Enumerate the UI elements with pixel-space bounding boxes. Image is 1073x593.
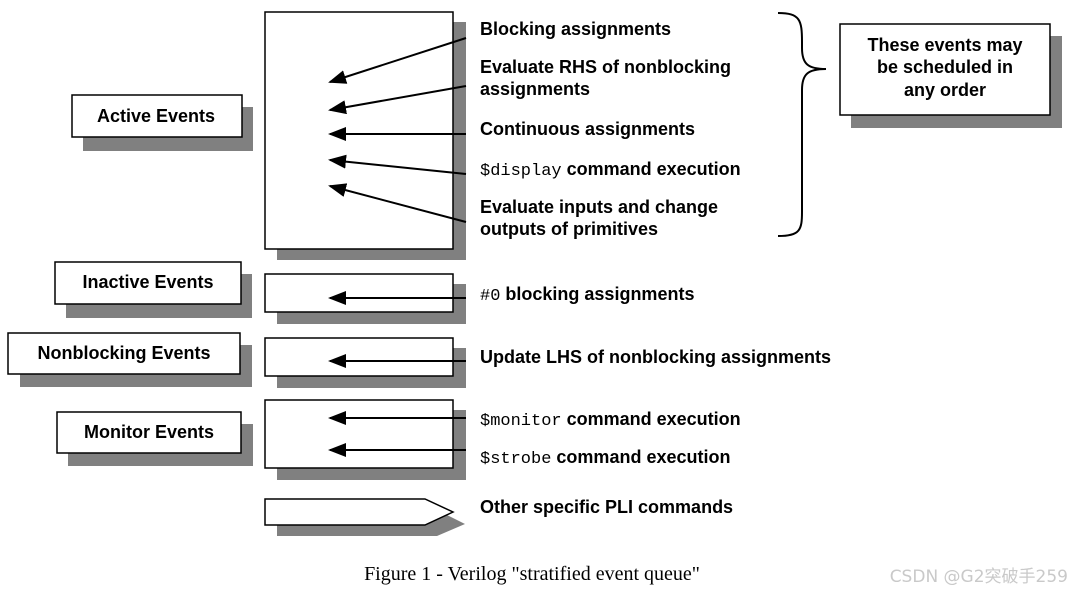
arrow-blocking	[328, 37, 467, 84]
item-nonblocking: Update LHS of nonblocking assignments	[480, 347, 831, 367]
display-code: $display	[480, 162, 562, 181]
queue-box-inactive	[264, 273, 466, 324]
item-display: $display command execution	[480, 159, 741, 181]
queue-box-active	[264, 11, 466, 260]
inactive-code: #0	[480, 287, 500, 306]
curly-brace	[777, 12, 827, 237]
monitor-text: command execution	[562, 409, 741, 429]
inactive-text: blocking assignments	[500, 284, 694, 304]
item-rhs-line2: assignments	[480, 79, 590, 99]
strobe-code: $strobe	[480, 450, 551, 469]
note-box: These events may be scheduled in any ord…	[839, 23, 1062, 128]
item-blocking: Blocking assignments	[480, 19, 671, 39]
arrow-primitives	[328, 183, 467, 223]
category-label-monitor: Monitor Events	[84, 422, 214, 442]
arrow-display	[328, 154, 467, 175]
category-label-nonblocking: Nonblocking Events	[37, 343, 210, 363]
category-box-inactive: Inactive Events	[54, 261, 252, 318]
item-strobe: $strobe command execution	[480, 447, 730, 469]
category-box-active: Active Events	[71, 94, 253, 151]
item-continuous: Continuous assignments	[480, 119, 695, 139]
item-rhs-line1: Evaluate RHS of nonblocking	[480, 57, 731, 77]
queue-box-nonblocking	[264, 337, 466, 388]
strobe-text: command execution	[551, 447, 730, 467]
watermark: CSDN @G2突破手259	[890, 567, 1068, 587]
display-text: command execution	[562, 159, 741, 179]
item-pli: Other specific PLI commands	[480, 497, 733, 517]
note-line2: be scheduled in	[877, 57, 1013, 77]
item-inactive: #0 blocking assignments	[480, 284, 694, 306]
note-line1: These events may	[867, 35, 1022, 55]
arrow-rhs	[328, 85, 467, 115]
category-label-active: Active Events	[97, 106, 215, 126]
arrows	[328, 37, 467, 457]
note-line3: any order	[904, 80, 986, 100]
queue-box-monitor	[264, 399, 466, 480]
item-monitor: $monitor command execution	[480, 409, 741, 431]
item-prim-line2: outputs of primitives	[480, 219, 658, 239]
monitor-code: $monitor	[480, 412, 562, 431]
category-box-nonblocking: Nonblocking Events	[7, 332, 252, 387]
category-label-inactive: Inactive Events	[82, 272, 213, 292]
category-box-monitor: Monitor Events	[56, 411, 253, 466]
queue-box-pli	[264, 498, 465, 536]
item-prim-line1: Evaluate inputs and change	[480, 197, 718, 217]
figure-caption: Figure 1 - Verilog "stratified event que…	[364, 563, 700, 585]
